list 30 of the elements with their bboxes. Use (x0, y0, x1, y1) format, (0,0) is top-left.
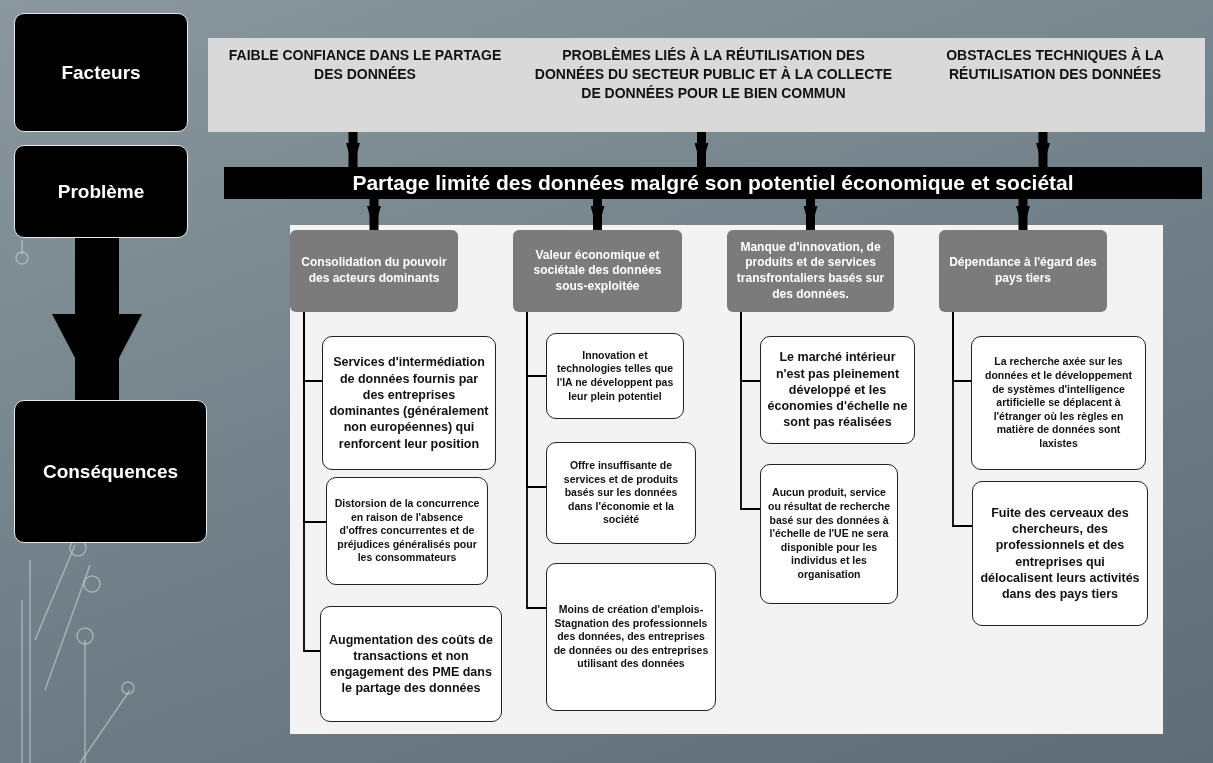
consequence-header-box: Consolidation du pouvoir des acteurs dominants (290, 230, 458, 312)
arrow (1016, 199, 1030, 230)
consequence-box: La recherche axée sur les données et le développement de systèmes d'intelligence artificielle se déplacent à l'étranger où les règles en matière de données sont laxistes (971, 336, 1146, 470)
arrow (1036, 132, 1050, 167)
consequence-box: Offre insuffisante de services et de produits basés sur les données dans l'économie et la société (546, 442, 696, 544)
consequence-header-box: Manque d'innovation, de produits et de services transfrontaliers basés sur des données. (727, 230, 894, 312)
consequence-header-box: Dépendance à l'égard des pays tiers (939, 230, 1107, 312)
section-label-box: Conséquences (14, 400, 207, 543)
section-label-box: Problème (14, 145, 188, 238)
factor-heading: OBSTACLES TECHNIQUES À LA RÉUTILISATION DES DONNÉES (905, 38, 1205, 132)
consequence-box: Augmentation des coûts de transactions et non engagement des PME dans le partage des données (320, 606, 502, 722)
arrow (346, 132, 360, 167)
arrow (803, 199, 818, 230)
consequence-box: Services d'intermédiation de données fournis par des entreprises dominantes (généralement non européennes) qui renforcent leur position (322, 336, 496, 470)
arrow (52, 238, 142, 400)
consequence-box: Innovation et technologies telles que l'IA ne développent pas leur plein potentiel (546, 333, 684, 419)
arrow (367, 199, 381, 230)
consequence-box: Moins de création d'emplois- Stagnation des professionnels des données, des entreprises de données ou des entreprises utilisant des données (546, 563, 716, 711)
factor-heading: PROBLÈMES LIÉS À LA RÉUTILISATION DES DONNÉES DU SECTEUR PUBLIC ET À LA COLLECTE DE DONNÉES POUR LE BIEN COMMUN (522, 38, 905, 132)
consequence-box: Distorsion de la concurrence en raison de l'absence d'offres concurrentes et de préjudices généralisés pour les consommateurs (326, 477, 488, 585)
consequence-box: Le marché intérieur n'est pas pleinement développé et les économies d'échelle ne sont pas réalisées (760, 336, 915, 444)
arrow (590, 199, 605, 230)
arrow (694, 132, 709, 167)
consequence-header-box: Valeur économique et sociétale des données sous-exploitée (513, 230, 682, 312)
factor-heading: FAIBLE CONFIANCE DANS LE PARTAGE DES DONNÉES (208, 38, 522, 132)
problem-bar: Partage limité des données malgré son potentiel économique et sociétal (224, 167, 1202, 199)
consequence-box: Fuite des cerveaux des chercheurs, des professionnels et des entreprises qui délocalisent leurs activités dans des pays tiers (972, 481, 1148, 626)
section-label-box: Facteurs (14, 13, 188, 132)
consequence-box: Aucun produit, service ou résultat de recherche basé sur des données à l'échelle de l'UE ne sera disponible pour les individus et les organisation (760, 464, 898, 604)
consequence-panel (290, 225, 1163, 734)
